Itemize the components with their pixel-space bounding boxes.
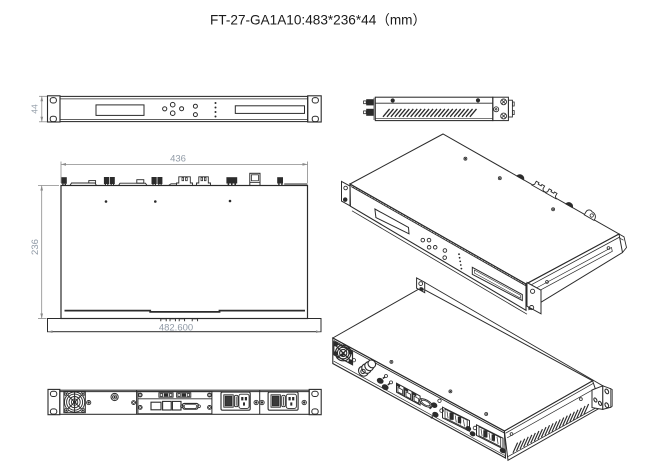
svg-text:482.600: 482.600 (159, 322, 193, 333)
svg-text:44: 44 (30, 104, 40, 114)
svg-text:436: 436 (170, 154, 186, 165)
svg-text:FT-27-GA1A10:483*236*44（mm）: FT-27-GA1A10:483*236*44（mm） (210, 13, 426, 28)
svg-text:236: 236 (30, 239, 41, 255)
